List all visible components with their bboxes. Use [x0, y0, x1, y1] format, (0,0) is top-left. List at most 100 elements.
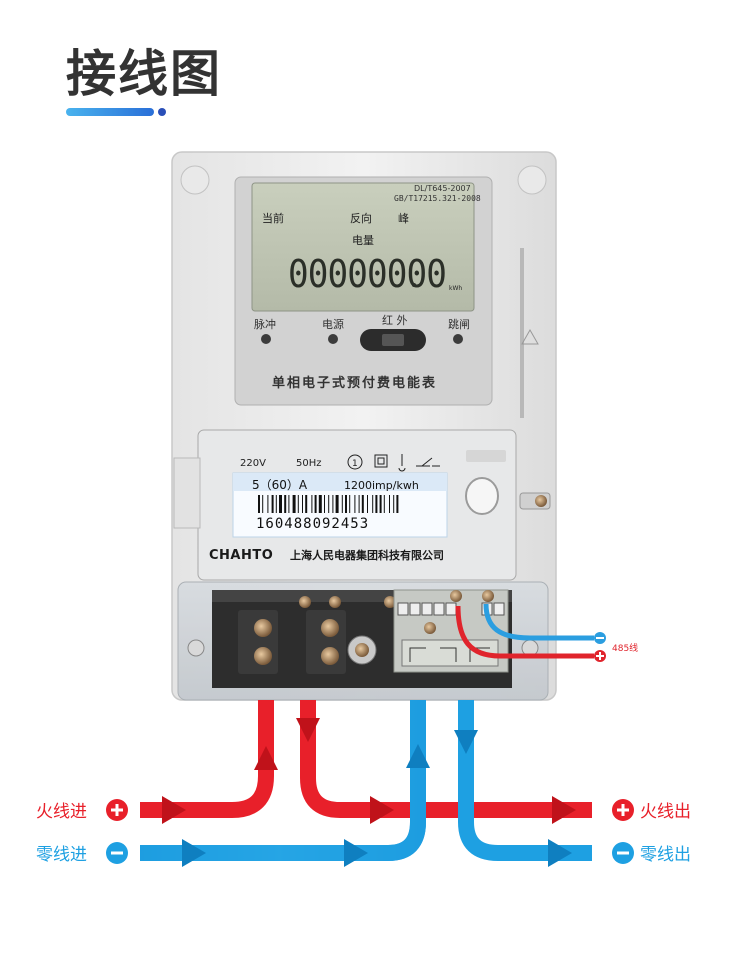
arrow-live-in-1 [162, 796, 186, 824]
barcode-bar [389, 495, 390, 513]
lcd-reading: 00000000 [288, 252, 446, 296]
barcode-bar [372, 495, 374, 513]
barcode-bar [318, 495, 322, 513]
barcode-bar [396, 495, 399, 513]
barcode-bar [279, 495, 282, 513]
infrared-window [382, 334, 404, 346]
barcode-bar [341, 495, 343, 513]
barcode-bar [379, 495, 382, 513]
terminal-screw-1a [254, 619, 272, 637]
lcd-label-reverse: 反向 [350, 211, 372, 225]
aux-terminal-strip [393, 589, 509, 673]
barcode-bar [358, 495, 360, 513]
rs485-wires: 485线 [455, 603, 638, 662]
double-insulation-icon [374, 454, 388, 468]
arrow-neutral-out-down [454, 730, 478, 754]
arrow-neutral-in-up [406, 744, 430, 768]
title-underline [66, 108, 154, 116]
indicator-label-infrared: 红 外 [382, 314, 408, 327]
barcode-bar [297, 495, 299, 513]
barcode-bar [288, 495, 290, 513]
nameplate-slot [466, 450, 506, 462]
neutral-in-wire [140, 700, 426, 861]
barcode-bar [324, 495, 325, 513]
label-live-out: 火线出 [640, 802, 691, 822]
arrow-live-in-up [254, 746, 278, 770]
barcode-bar [354, 495, 356, 513]
nameplate-current: 5（60）A [252, 478, 308, 492]
page-title: 接线图 [66, 45, 222, 103]
barcode-bar [367, 495, 368, 513]
live-out-wire [300, 700, 592, 818]
arrow-live-out-1 [370, 796, 394, 824]
arrow-live-out-down [296, 718, 320, 742]
mount-hole-left [180, 165, 210, 195]
arrow-mark-icon [521, 328, 539, 345]
lcd-unit: kWh [449, 285, 462, 292]
lcd-label-current: 当前 [262, 211, 284, 225]
arrow-neutral-out-1 [548, 839, 572, 867]
nameplate-serial: 160488092453 [256, 516, 369, 532]
barcode-bar [361, 495, 364, 513]
side-slot [520, 248, 524, 418]
mount-hole-right [517, 165, 547, 195]
arrow-neutral-in-1 [182, 839, 206, 867]
pulse-led [261, 334, 271, 344]
barcode-bar [267, 495, 269, 513]
barcode [258, 495, 399, 513]
nameplate-class: 1 [352, 459, 358, 469]
barcode-bar [292, 495, 296, 513]
legend: 火线进 零线进 火线出 零线出 [36, 799, 691, 865]
barcode-bar [345, 495, 347, 513]
nameplate-frequency: 50Hz [296, 458, 322, 469]
barcode-bar [328, 495, 330, 513]
neutral-out-wire [458, 700, 592, 861]
trip-led [453, 334, 463, 344]
nameplate-constant: 1200imp/kwh [344, 479, 419, 492]
barcode-bar [284, 495, 287, 513]
arrow-live-out-2 [552, 796, 576, 824]
power-wires [140, 700, 592, 867]
barcode-bar [314, 495, 317, 513]
barcode-bar [305, 495, 308, 513]
terminal-screw-2a [321, 619, 339, 637]
electric-meter: DL/T645-2007 GB/T17215.321-2008 当前 反向 峰 … [171, 151, 557, 701]
main-terminals [238, 596, 396, 674]
lcd-screen [251, 182, 475, 312]
title-dot [158, 108, 166, 116]
lcd-standard-1: DL/T645-2007 [414, 184, 471, 193]
class-circle-icon [347, 454, 363, 470]
indicator-label-trip: 跳闸 [448, 317, 470, 331]
label-neutral-in: 零线进 [36, 845, 87, 865]
terminal-screw-2b [321, 647, 339, 665]
live-in-wire [140, 700, 274, 818]
product-name: 单相电子式预付费电能表 [272, 375, 437, 391]
lcd-standard-2: GB/T17215.321-2008 [394, 194, 481, 203]
seal-tab-left [173, 457, 201, 529]
barcode-bar [383, 495, 385, 513]
reset-button [465, 477, 499, 515]
barcode-bar [258, 495, 260, 513]
rs485-label: 485线 [612, 642, 638, 654]
label-neutral-out: 零线出 [640, 845, 691, 865]
barcode-bar [349, 495, 351, 513]
arrow-neutral-in-2 [344, 839, 368, 867]
lcd-label-energy: 电量 [352, 234, 374, 247]
barcode-bar [302, 495, 303, 513]
barcode-bar [335, 495, 339, 513]
barcode-bar [375, 495, 378, 513]
rs485-positive-wire [455, 605, 594, 659]
seal-screw [535, 495, 547, 507]
manufacturer: 上海人民电器集团科技有限公司 [290, 548, 444, 562]
barcode-bar [332, 495, 334, 513]
rs485-negative-wire [483, 603, 594, 641]
lcd-decimal-point [412, 283, 416, 287]
switch-symbol-icon [416, 457, 440, 467]
indicator-label-pulse: 脉冲 [254, 317, 276, 331]
barcode-bar [271, 495, 274, 513]
indicator-label-power: 电源 [322, 317, 344, 331]
lcd-label-peak: 峰 [398, 212, 409, 225]
thermometer-icon [398, 454, 406, 472]
barcode-bar [393, 495, 395, 513]
